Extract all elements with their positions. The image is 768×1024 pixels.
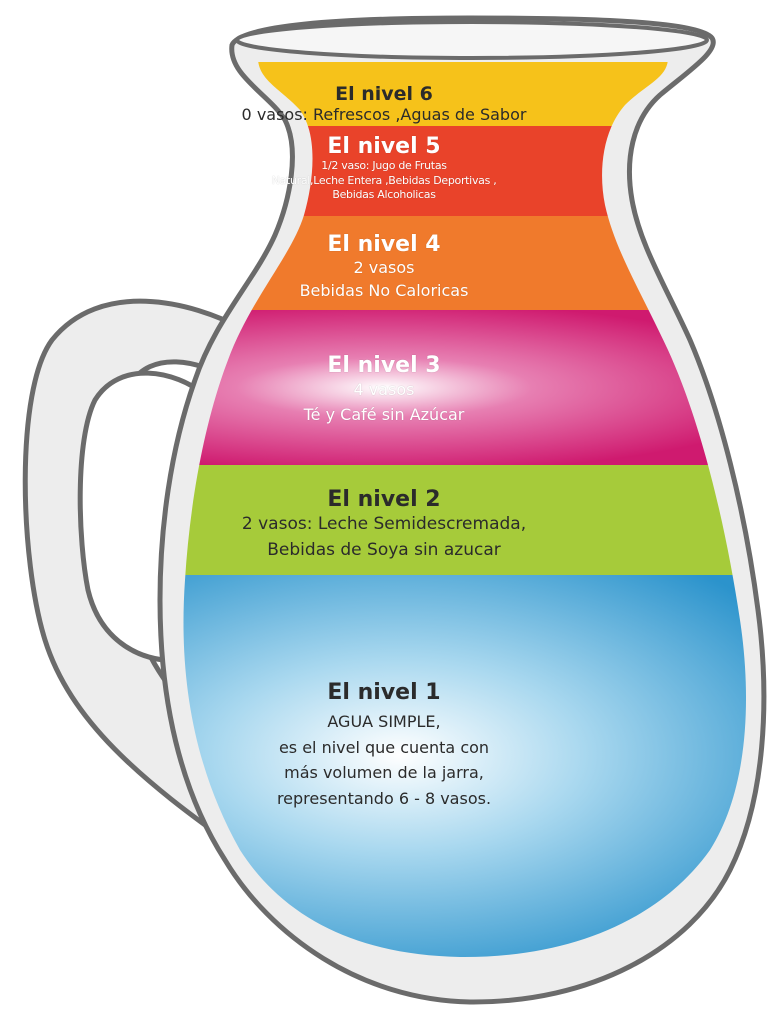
level-2-title: El nivel 2: [327, 487, 441, 512]
level-4-text-1: 2 vasos: [353, 258, 415, 278]
jar-rim: [235, 20, 709, 60]
level-4-title: El nivel 4: [327, 232, 441, 257]
level-6-label: El nivel 6 0 vasos: Refrescos ,Aguas de …: [0, 83, 768, 124]
level-5-label: El nivel 5 1/2 vaso: Jugo de Frutas Natu…: [0, 134, 768, 202]
level-3-title: El nivel 3: [327, 353, 441, 378]
level-6-text: 0 vasos: Refrescos ,Aguas de Sabor: [241, 104, 527, 124]
level-3-text-1: 4 vasos: [353, 380, 415, 400]
level-3-band: [183, 310, 747, 465]
level-3-text-2: Té y Café sin Azúcar: [303, 405, 465, 425]
level-2-text-1: 2 vasos: Leche Semidescremada,: [241, 514, 527, 535]
level-1-band: [183, 575, 747, 958]
level-2-band: [183, 465, 747, 575]
level-1-text-2: es el nivel que cuenta con: [278, 737, 490, 757]
level-1-title: El nivel 1: [327, 680, 441, 705]
level-1-text-1: AGUA SIMPLE,: [327, 712, 441, 732]
level-5-text-2: Natural,Leche Entera ,Bebidas Deportivas…: [271, 173, 497, 187]
level-5-text-1: 1/2 vaso: Jugo de Frutas: [321, 159, 447, 173]
level-5-title: El nivel 5: [327, 134, 441, 159]
level-1-text-3: más volumen de la jarra,: [284, 763, 484, 783]
level-3-label: El nivel 3 4 vasos Té y Café sin Azúcar: [0, 353, 768, 428]
level-1-text-4: representando 6 - 8 vasos.: [276, 789, 492, 809]
level-6-title: El nivel 6: [335, 83, 433, 105]
level-2-text-2: Bebidas de Soya sin azucar: [267, 539, 501, 560]
level-1-label: El nivel 1 AGUA SIMPLE, es el nivel que …: [0, 680, 768, 812]
level-5-text-3: Bebidas Alcoholicas: [332, 187, 436, 201]
level-4-label: El nivel 4 2 vasos Bebidas No Caloricas: [0, 232, 768, 302]
level-2-label: El nivel 2 2 vasos: Leche Semidescremada…: [0, 487, 768, 563]
level-4-text-2: Bebidas No Caloricas: [299, 280, 469, 300]
